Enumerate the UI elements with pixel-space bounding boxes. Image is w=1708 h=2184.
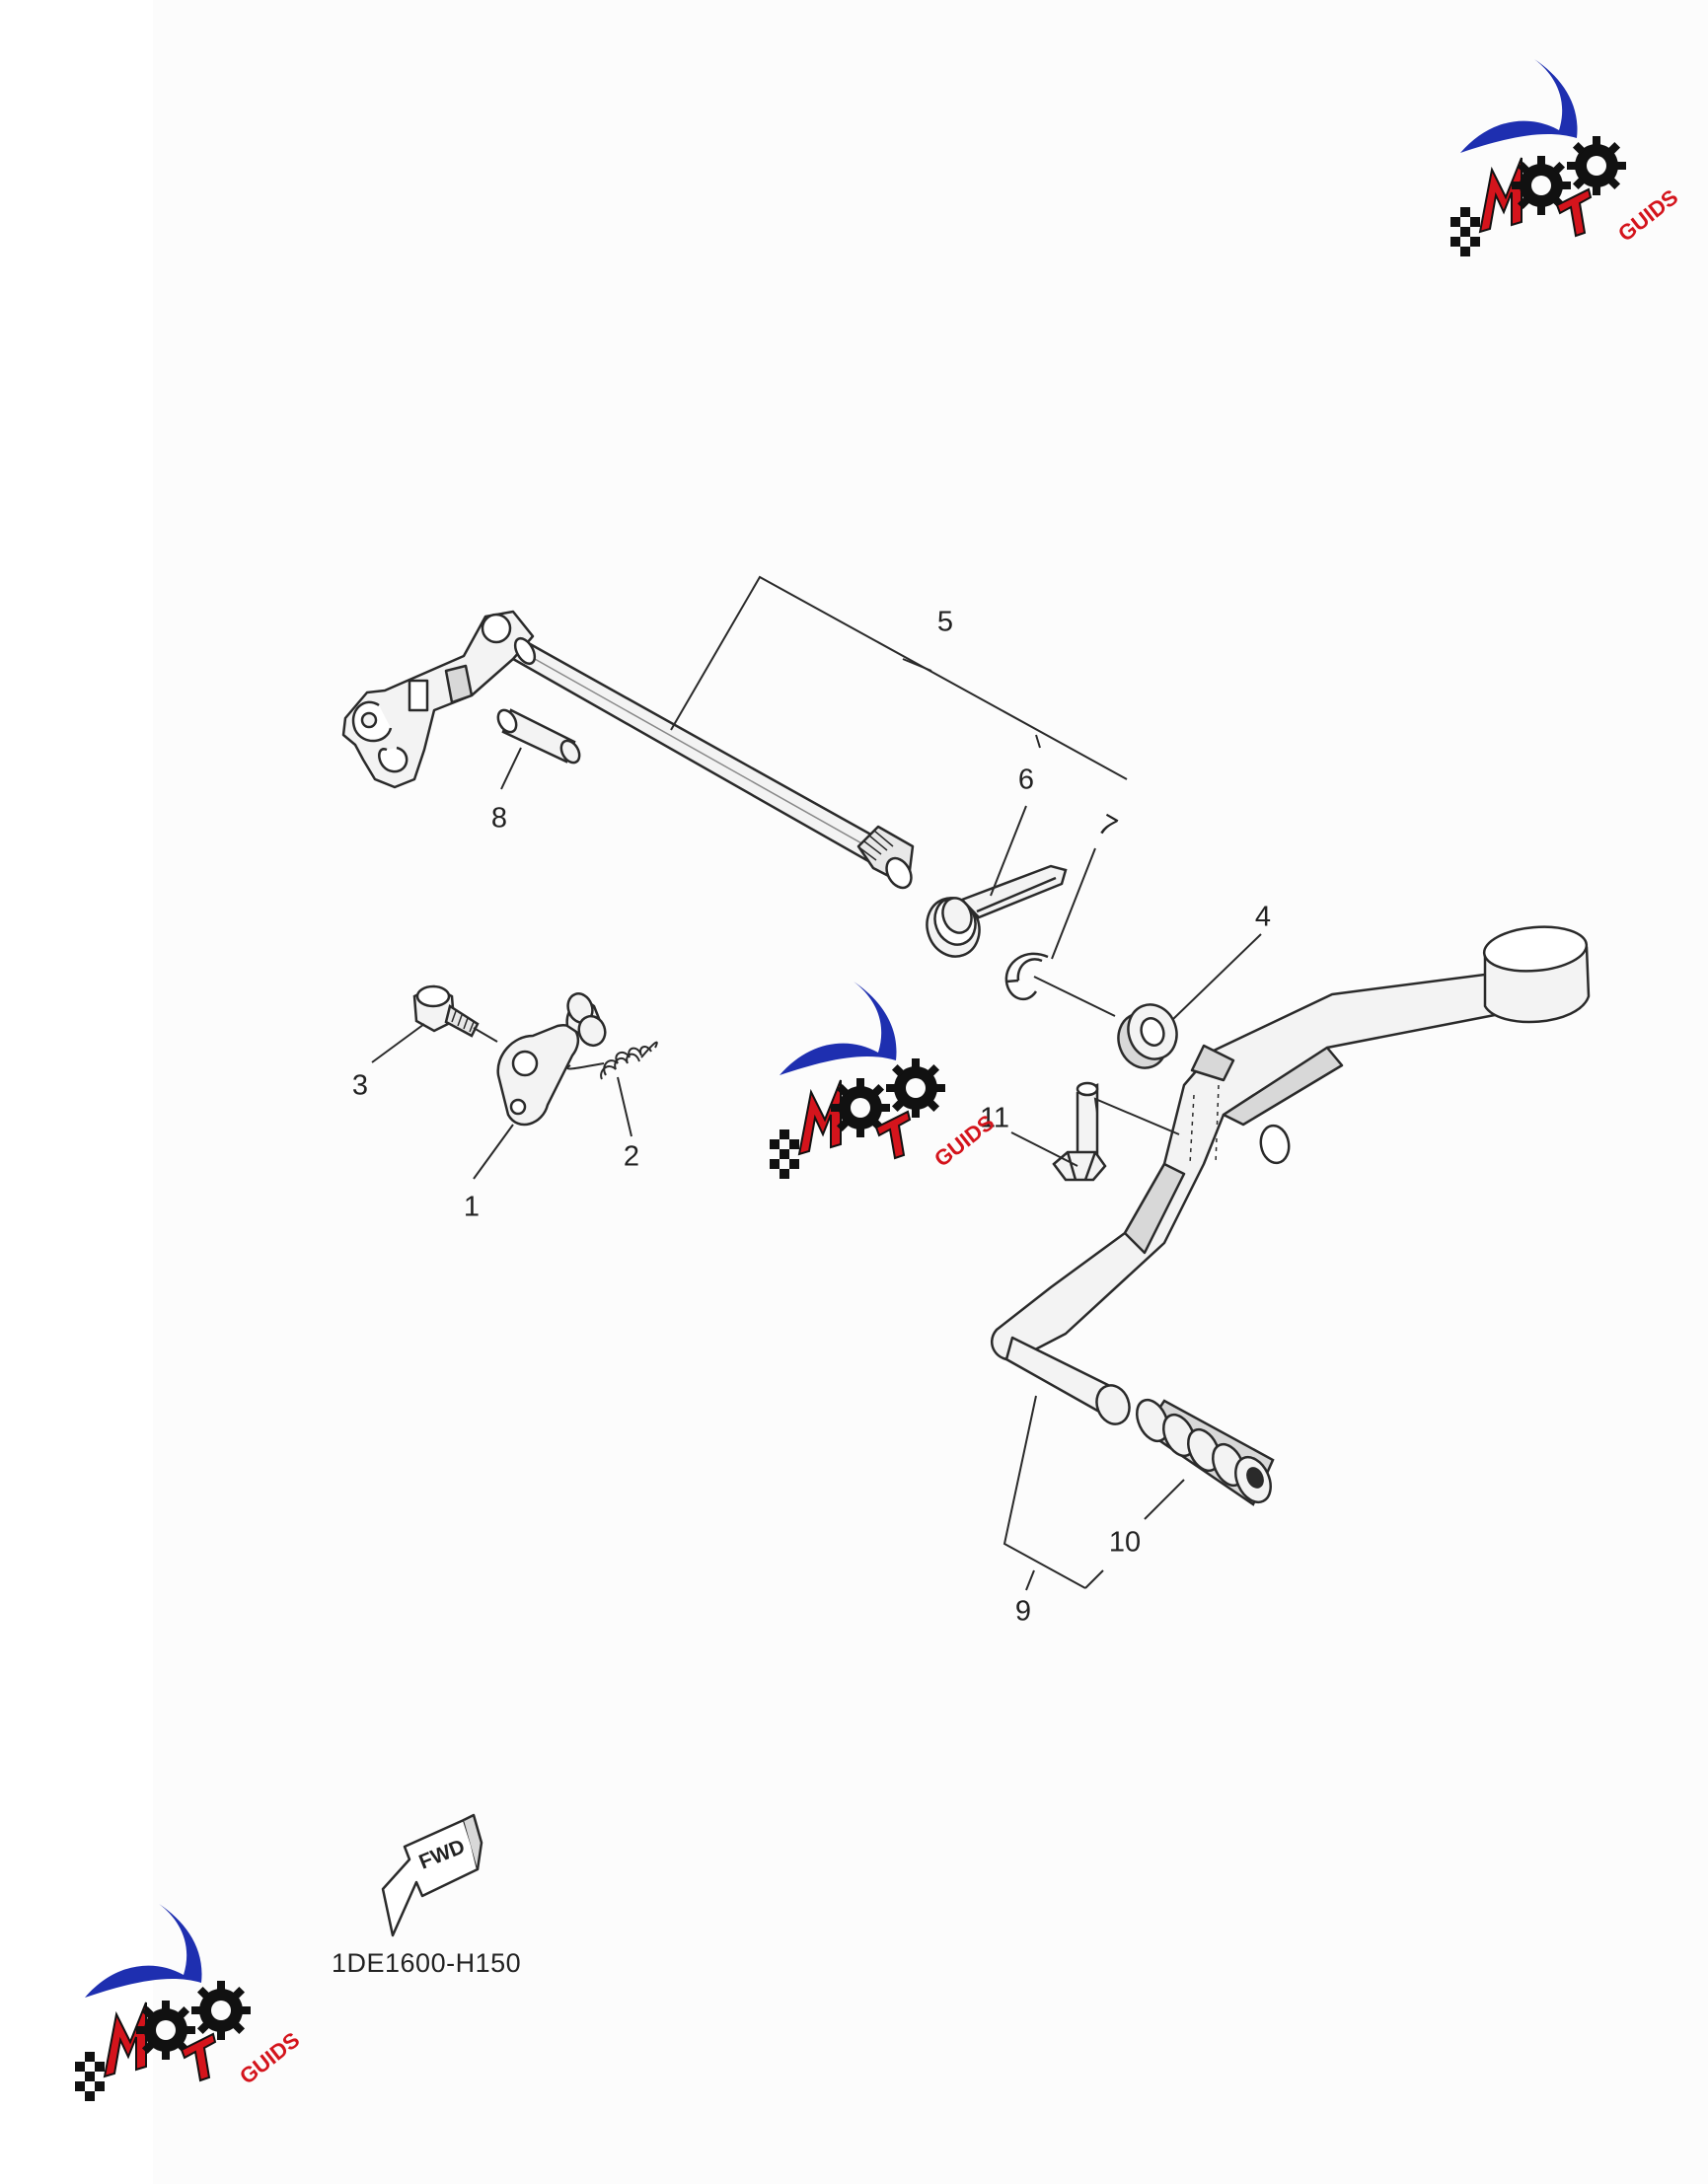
callout-2: 2 [623,1140,640,1173]
callout-5: 5 [936,606,954,638]
watermark-logo-bottom-left [75,1904,251,2101]
diagram-reference-code: 1DE1600-H150 [332,1948,522,1978]
toe-peg-rubber [1136,1398,1275,1506]
callout-6: 6 [1017,764,1035,796]
forward-direction-arrow [381,1813,483,1937]
shift-pedal [991,925,1591,1425]
callout-1: 1 [463,1191,481,1223]
oil-seal [1117,1003,1178,1069]
watermark-logo-center [770,982,945,1179]
stopper-lever [496,992,607,1127]
torsion-spring [926,864,1068,958]
leader-lines [371,575,1262,1591]
circlip [1004,952,1049,1001]
shift-pedal-bolt [1052,1081,1107,1182]
shift-shaft [341,610,915,890]
dowel-pin [496,708,581,764]
stopper-bolt [412,984,480,1038]
callout-11: 11 [979,1102,1010,1134]
stopper-spring [566,1041,658,1080]
callout-10: 10 [1108,1526,1142,1559]
callout-9: 9 [1014,1595,1032,1628]
callout-4: 4 [1254,901,1272,933]
watermark-logo-top-right [1450,59,1626,256]
callout-3: 3 [351,1069,369,1102]
callout-8: 8 [490,802,508,835]
